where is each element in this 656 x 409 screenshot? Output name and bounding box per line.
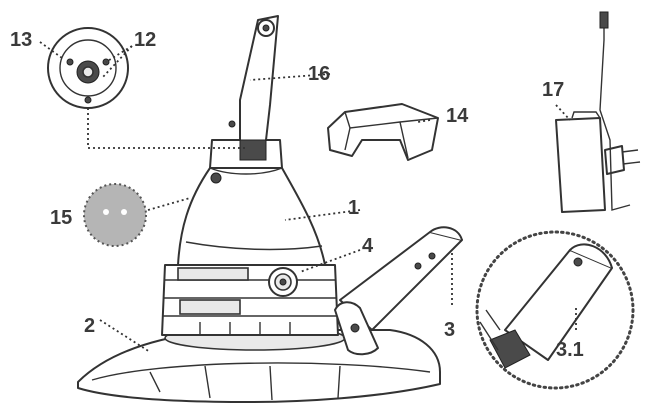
callout-12: 12 [134, 29, 156, 51]
callout-15: 15 [50, 207, 72, 229]
callout-3-1: 3.1 [556, 339, 584, 361]
callout-1: 1 [348, 197, 359, 219]
adjustment-knob [268, 267, 298, 297]
clip-part [327, 103, 439, 161]
top-disc-detail [47, 27, 129, 109]
detail-magnifier [475, 230, 635, 390]
gray-pad [83, 183, 147, 247]
callout-3: 3 [444, 319, 455, 341]
callout-17: 17 [542, 79, 564, 101]
callout-13: 13 [10, 29, 32, 51]
leader-lines [39, 41, 577, 353]
callout-14: 14 [446, 105, 469, 127]
callout-4: 4 [362, 235, 374, 257]
extension-pole [334, 226, 463, 356]
callout-2: 2 [84, 315, 95, 337]
base-plate [77, 325, 441, 403]
charger-adapter [555, 11, 641, 213]
callout-labels: 13 12 16 14 17 15 1 4 2 3 3.1 [10, 29, 584, 361]
upper-housing [177, 167, 326, 266]
motor-housing-rings [161, 264, 339, 336]
handle-arm [209, 15, 283, 169]
callout-16: 16 [308, 63, 330, 85]
